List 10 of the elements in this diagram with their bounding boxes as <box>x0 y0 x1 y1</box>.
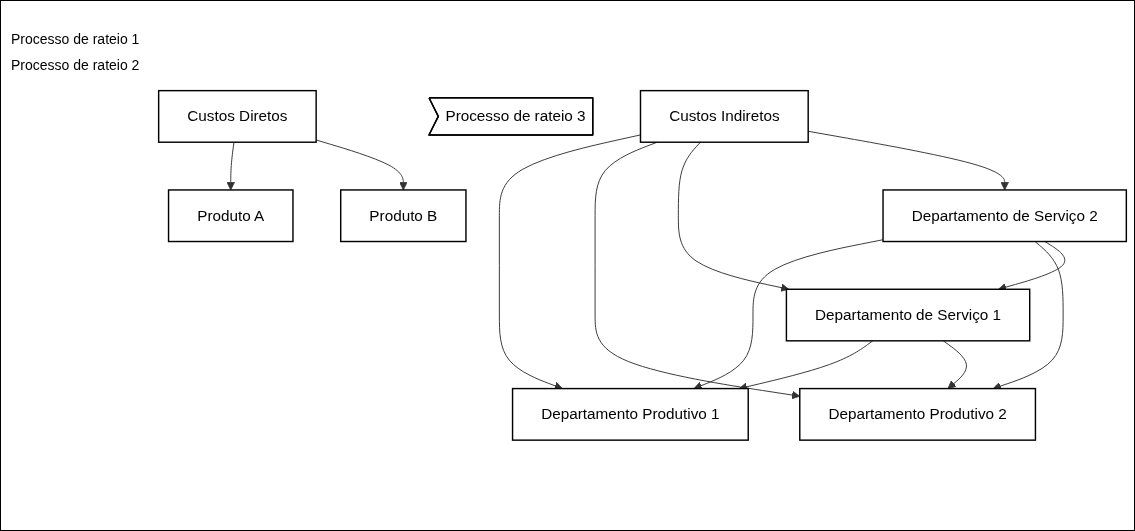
node-box: Custos Diretos <box>157 90 317 144</box>
node-box: Produto B <box>340 189 467 243</box>
note-text: Processo de rateio 1 <box>11 31 141 47</box>
node-box: Departamento de Serviço 1 <box>785 288 1031 342</box>
node-box: Departamento de Serviço 2 <box>882 189 1128 243</box>
node-box: Departamento Produtivo 1 <box>511 387 749 441</box>
node-box: Produto A <box>167 189 294 243</box>
note-text: Processo de rateio 2 <box>11 57 141 73</box>
node-box: Custos Indiretos <box>639 90 809 144</box>
node-box: Departamento Produtivo 2 <box>799 387 1037 441</box>
